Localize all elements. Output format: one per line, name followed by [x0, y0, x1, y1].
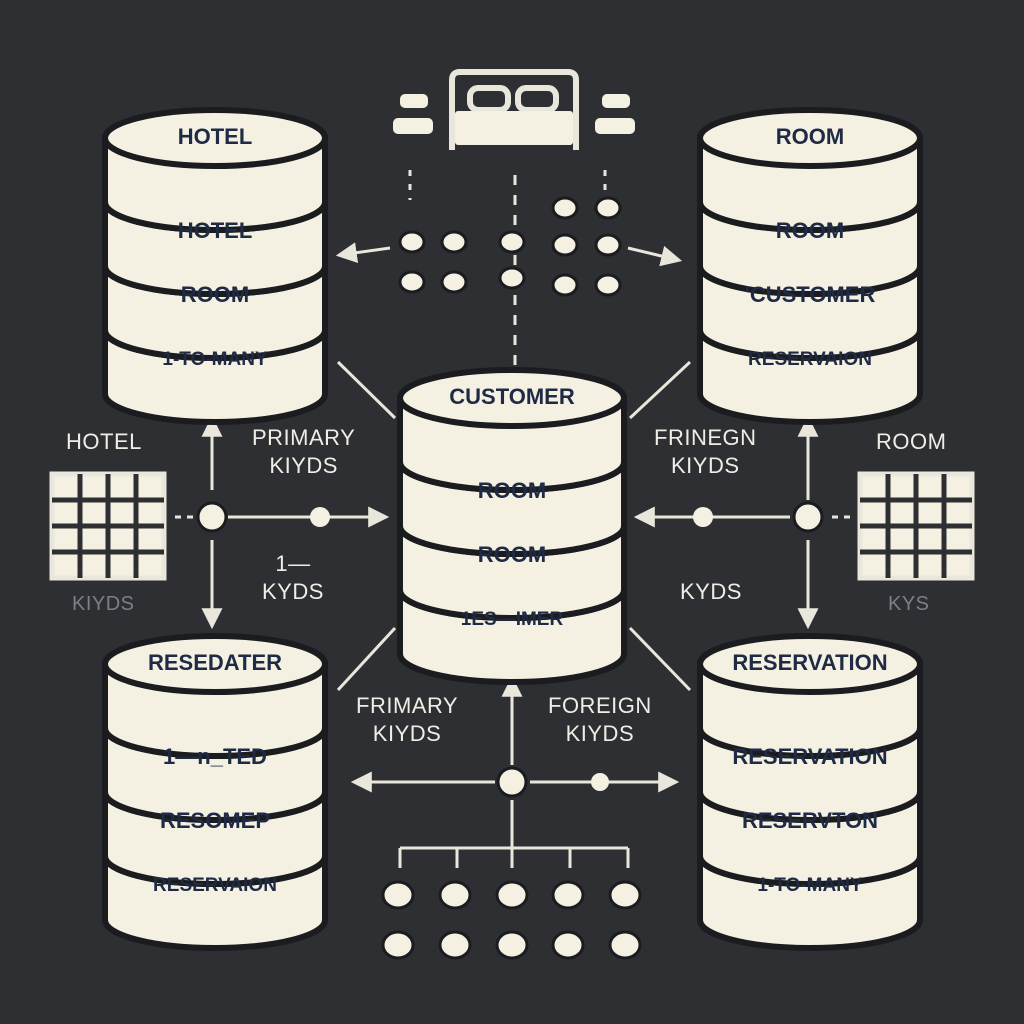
db-label: 'CUSTOMER — [745, 282, 876, 307]
right-table-grid-icon — [857, 471, 975, 581]
db-label: ROOM — [478, 478, 546, 503]
room-database: ROOM ROOM 'CUSTOMER RESERVAION — [697, 107, 923, 425]
db-top-cap — [697, 633, 923, 695]
bottom-key-node-icons — [381, 880, 642, 960]
customer-database: CUSTOMER ROOM ROOM 1ES—IMER — [397, 367, 627, 685]
db-top-cap — [697, 107, 923, 169]
db-label: ROOM — [181, 282, 249, 307]
db-label: ROOM — [478, 542, 546, 567]
key-node-icons — [398, 196, 622, 297]
left-table-title: HOTEL — [66, 429, 142, 454]
db-label: 1—n_TED — [163, 744, 267, 769]
db-label: RESEDATER — [148, 650, 282, 675]
junction-node-icons — [196, 501, 824, 798]
db-top-cap — [102, 107, 328, 169]
hotel-database: HOTEL HOTEL ROOM 1-TO-MANY — [102, 107, 328, 425]
db-label: 1-TO-MANY — [162, 349, 268, 370]
right-table-title: ROOM — [876, 429, 947, 454]
reservation-database-left: RESEDATER 1—n_TED RESOMEP RESERVAION — [102, 633, 328, 951]
db-label: HOTEL — [178, 218, 253, 243]
db-label: RESERVTON — [742, 808, 878, 833]
db-label: RESERVAION — [153, 875, 277, 896]
db-label: ROOM — [776, 218, 844, 243]
db-label: 1-TO-MANY — [757, 875, 863, 896]
db-label: 1ES—IMER — [461, 609, 564, 630]
connector-lines — [175, 170, 850, 868]
db-label: HOTEL — [178, 124, 253, 149]
foreign-keys-sub-label: KYDS — [680, 579, 742, 604]
db-label: ROOM — [776, 124, 844, 149]
left-table-grid-icon — [49, 471, 167, 581]
left-table-caption: KIYDS — [72, 593, 135, 615]
db-label: RESERVAION — [748, 349, 872, 370]
db-label: RESERVATION — [732, 744, 887, 769]
db-top-cap — [397, 367, 627, 429]
db-label: RESERVATION — [732, 650, 887, 675]
reservation-database-right: RESERVATION RESERVATION RESERVTON 1-TO-MANY — [697, 633, 923, 951]
db-label: RESOMEP — [160, 808, 270, 833]
bed-icon — [393, 69, 635, 150]
db-top-cap — [102, 633, 328, 695]
db-label: CUSTOMER — [449, 384, 575, 409]
primary-keys-sub-label: 1—KYDS — [262, 551, 324, 604]
right-table-caption: KYS — [888, 593, 930, 615]
